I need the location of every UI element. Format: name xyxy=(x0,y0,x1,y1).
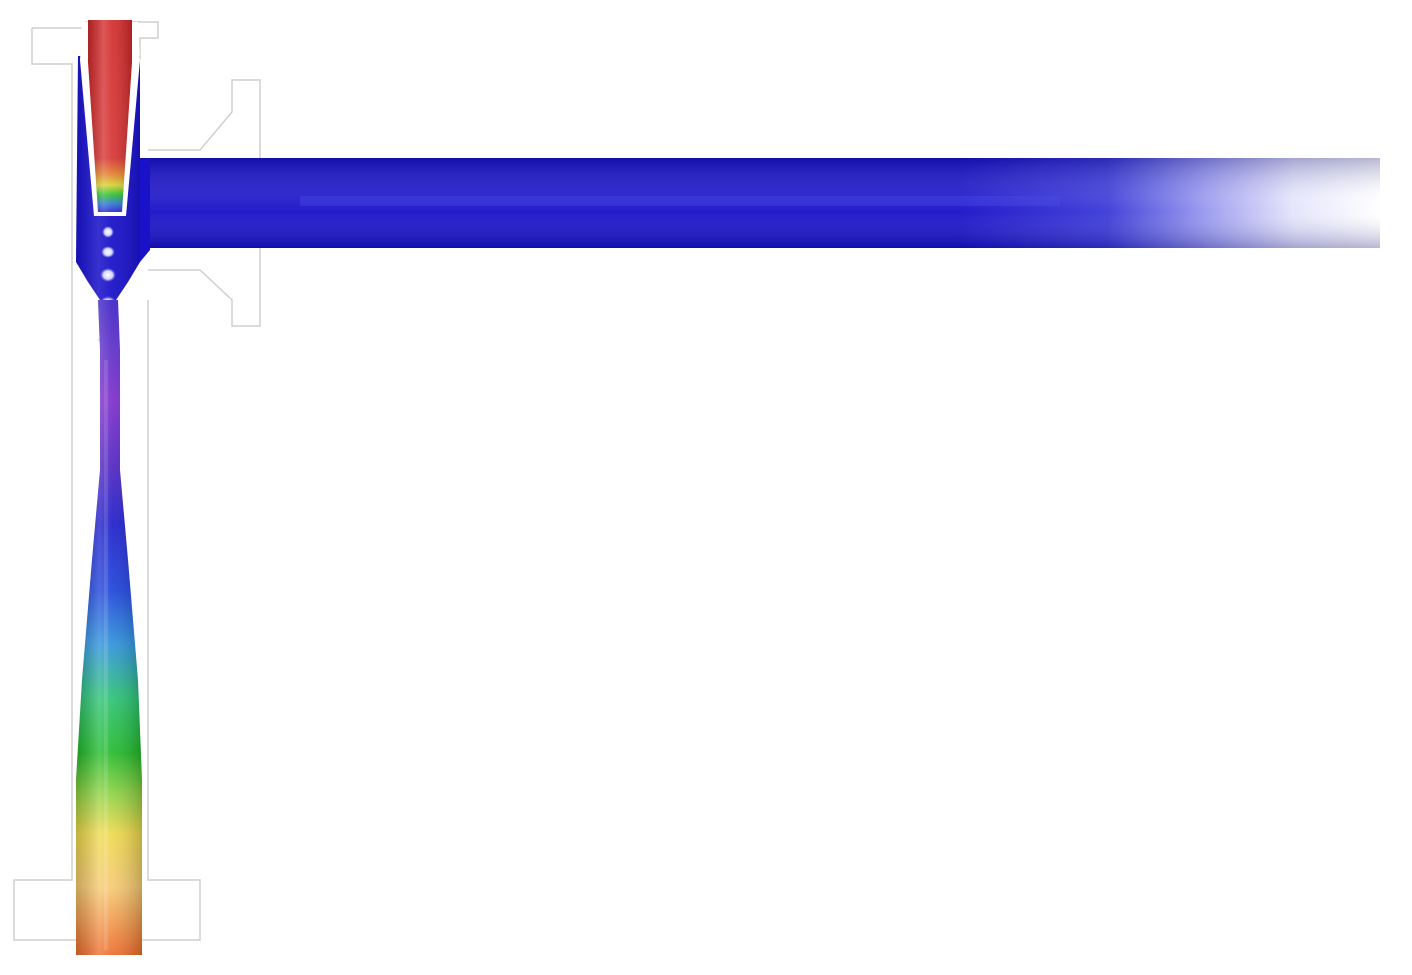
motive-nozzle xyxy=(88,20,132,212)
diffuser xyxy=(76,300,142,955)
suction-pipe xyxy=(140,158,1380,248)
